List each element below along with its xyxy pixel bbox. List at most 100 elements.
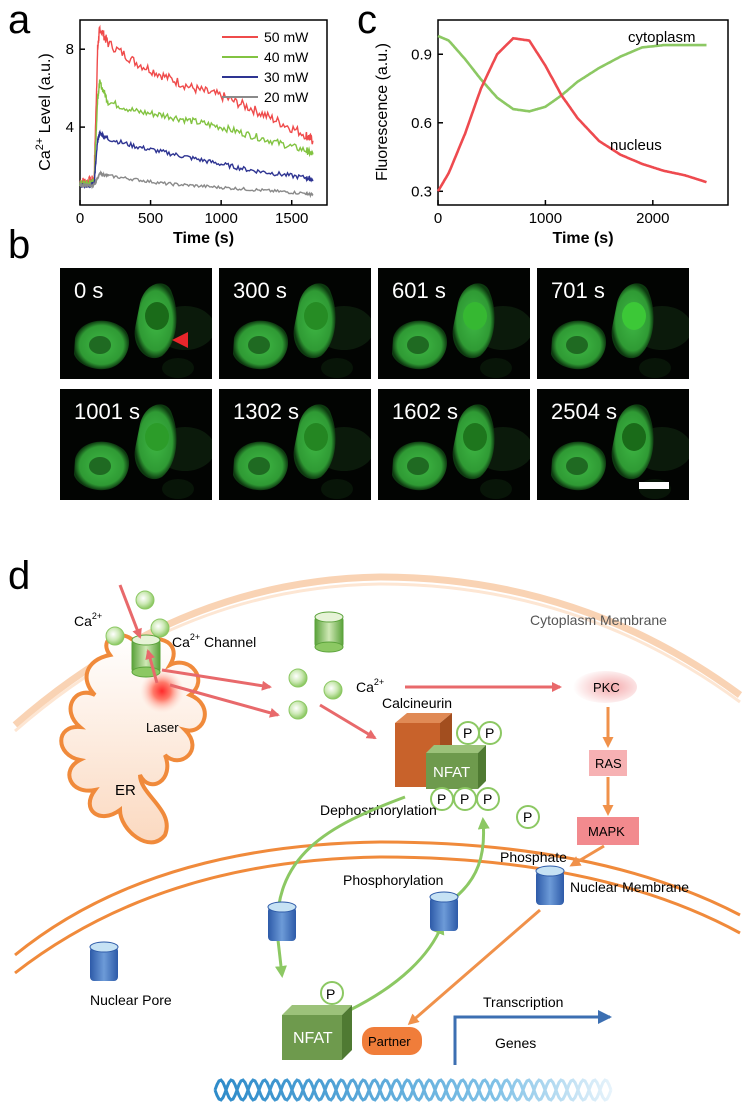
legend-label: 20 mW <box>264 89 309 105</box>
nfat-complex: NFAT <box>426 745 486 789</box>
frame-time-label: 2504 s <box>551 399 618 424</box>
micrograph-frame: 1602 s <box>378 389 530 500</box>
nucleus-right <box>145 423 169 451</box>
micrograph-frame: 1001 s <box>60 389 212 500</box>
series-line-20-mw <box>79 169 314 199</box>
phosphorylation-label: Phosphorylation <box>343 872 443 888</box>
laser-label: Laser <box>146 720 179 735</box>
y-axis-label: Ca2+ Level (a.u.) <box>34 53 54 170</box>
nucleus-left <box>89 336 111 354</box>
cell-image <box>74 283 212 378</box>
influx-arrow <box>118 584 142 639</box>
x-axis-label: Time (s) <box>173 230 234 247</box>
micrograph-frame: 300 s <box>219 268 371 379</box>
nuclear-membrane-outer <box>14 840 741 957</box>
nucleus-right <box>304 302 328 330</box>
nucleus-right <box>304 423 328 451</box>
y-axis-label: Fluorescence (a.u.) <box>374 43 391 181</box>
plot-frame <box>437 19 729 206</box>
x-tick-label: 1500 <box>275 210 308 227</box>
ca-ion <box>135 590 155 610</box>
extracellular-ca-label: Ca2+ <box>74 611 102 629</box>
nuclear-pore-label: Nuclear Pore <box>90 992 172 1008</box>
cell-image <box>392 404 530 499</box>
y-tick-label: 0.9 <box>411 46 432 63</box>
partner-node <box>362 1027 422 1055</box>
background-cell <box>480 479 512 499</box>
ca-ion <box>105 626 125 646</box>
mapk-node <box>577 817 639 845</box>
phosphate-group-label: P <box>460 791 469 807</box>
legend-label: 30 mW <box>264 69 309 85</box>
ras-node <box>589 750 627 776</box>
mapk-to-partner-arrow <box>407 908 541 1025</box>
laser-spot <box>140 669 184 713</box>
frame-time-label: 601 s <box>392 278 446 303</box>
plot-frame <box>79 19 328 206</box>
ca-channel-right <box>314 611 344 653</box>
nuclear-membrane-inner <box>14 855 741 975</box>
phosphate-group <box>478 721 502 745</box>
panel-label-d: d <box>8 554 31 598</box>
signaling-pathway-diagram: Laser ER Ca2+ Ca2+ Channel Cytoplasm Mem… <box>12 573 743 1102</box>
phosphate-group-label: P <box>437 791 446 807</box>
x-tick-label: 0 <box>434 210 442 227</box>
series-label-nucleus: nucleus <box>610 137 662 154</box>
ca-ion <box>288 668 308 688</box>
nucleus-left <box>407 336 429 354</box>
series-line-cytoplasm <box>437 34 707 113</box>
nfat-label: NFAT <box>433 764 470 781</box>
micrograph-frame: 0 s <box>60 268 212 379</box>
cell-marker-arrowhead <box>172 332 188 348</box>
x-tick-label: 1000 <box>529 210 562 227</box>
nuclear-pore-center <box>429 891 459 931</box>
x-tick-label: 1000 <box>204 210 237 227</box>
legend-label: 40 mW <box>264 49 309 65</box>
phosphate-label: Phosphate <box>500 849 567 865</box>
background-cell <box>321 479 353 499</box>
micrograph-frame: 601 s <box>378 268 530 379</box>
micrograph-frame: 1302 s <box>219 389 371 500</box>
background-cell <box>639 358 671 378</box>
laser-to-ca-arrow <box>169 683 280 718</box>
mapk-to-pore-arrow <box>569 844 605 867</box>
phosphate-group-label: P <box>523 809 532 825</box>
frame-time-label: 1001 s <box>74 399 141 424</box>
scale-bar <box>639 482 669 489</box>
phosphate-group-label: P <box>463 725 472 741</box>
nuclear-pore-right <box>535 865 565 905</box>
frame-time-label: 1602 s <box>392 399 459 424</box>
ras-label: RAS <box>595 756 622 771</box>
dephosphorylation-label: Dephosphorylation <box>320 802 437 818</box>
x-tick-label: 500 <box>138 210 163 227</box>
phosphate-group <box>476 787 500 811</box>
dna-helix <box>213 1078 613 1102</box>
background-cell <box>162 479 194 499</box>
micrograph-frame: 701 s <box>537 268 689 379</box>
panel-label-c: c <box>357 0 377 42</box>
panel-label-b: b <box>8 223 31 267</box>
frame-time-label: 701 s <box>551 278 605 303</box>
cytoplasm-membrane-label: Cytoplasm Membrane <box>530 612 667 628</box>
pkc-label: PKC <box>593 680 620 695</box>
ca-channel-left <box>131 634 161 678</box>
mapk-label: MAPK <box>588 824 625 839</box>
cell-image <box>392 283 530 378</box>
nfat-nuclear-label: NFAT <box>293 1030 333 1047</box>
calcineurin-label: Calcineurin <box>382 695 452 711</box>
series-line-nucleus <box>436 36 707 192</box>
ca-ion <box>288 700 308 720</box>
background-cell <box>480 358 512 378</box>
cell-image <box>74 404 212 499</box>
frame-time-label: 1302 s <box>233 399 300 424</box>
cytosolic-ca-label: Ca2+ <box>356 677 384 695</box>
cell-image <box>233 283 371 378</box>
y-tick-label: 4 <box>66 119 74 136</box>
pkc-node <box>573 671 637 703</box>
x-tick-label: 0 <box>76 210 84 227</box>
nucleus-right <box>622 423 646 451</box>
cell-image <box>551 283 689 378</box>
ca-release-arrow <box>161 668 272 691</box>
ca-ion <box>150 618 170 638</box>
